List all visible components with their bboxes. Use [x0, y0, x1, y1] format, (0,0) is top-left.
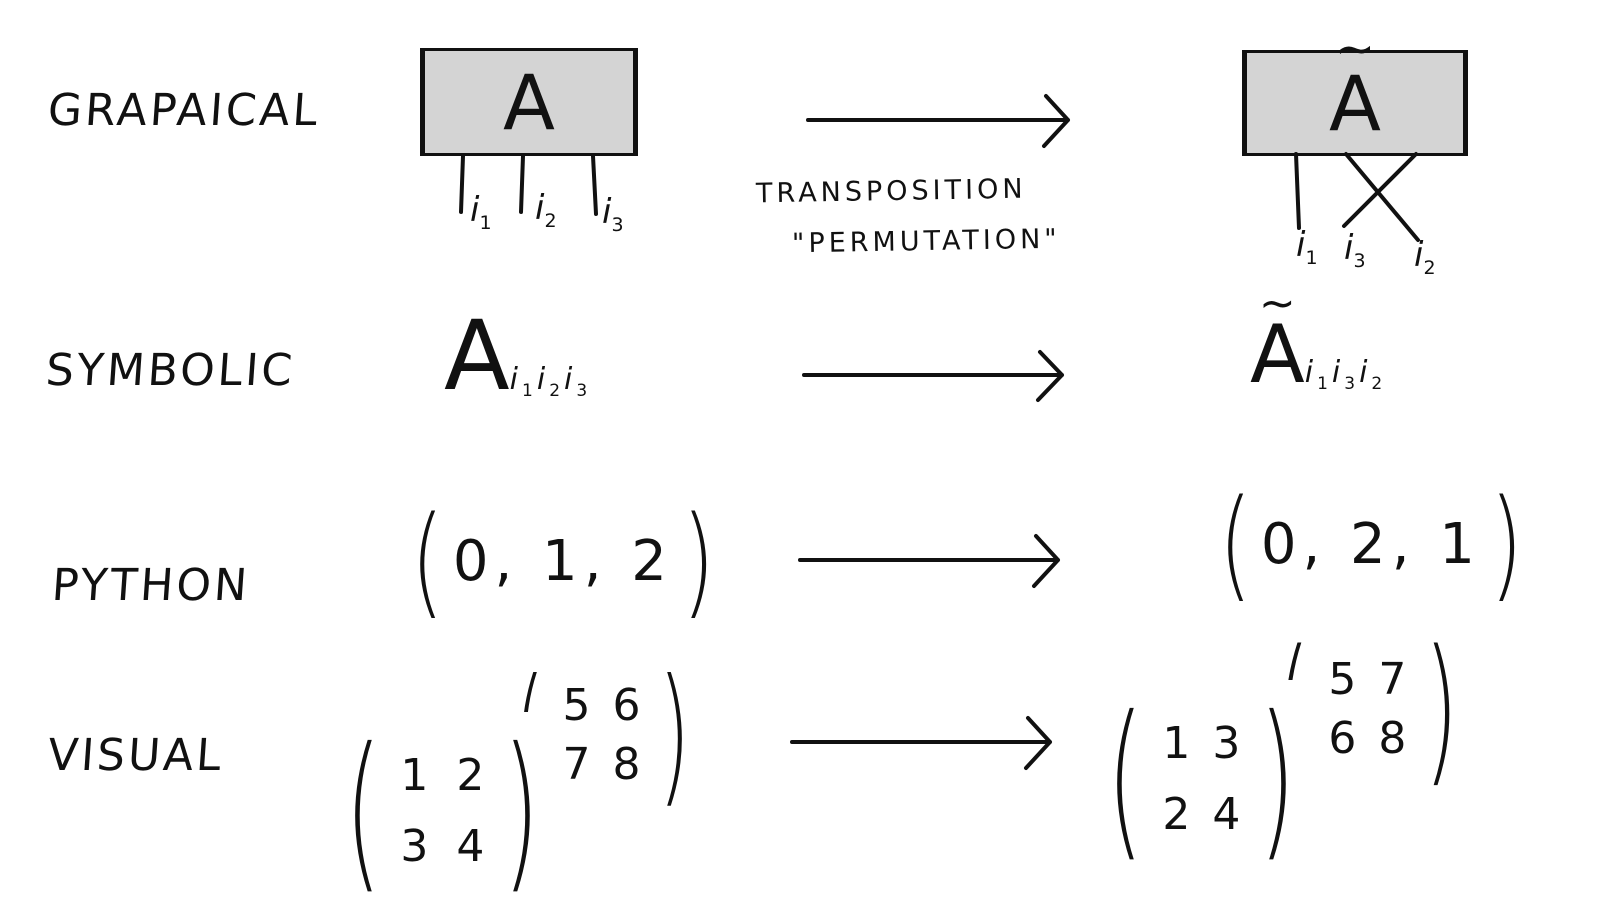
python-source-values: 0, 1, 2 [452, 529, 673, 594]
symbolic-source-subscripts: i1i2i3 [509, 362, 592, 401]
source-tensor-letter: A [503, 57, 555, 147]
python-target-open-paren: ( [1219, 475, 1252, 614]
visual-source-back-grid: 5 6 7 8 [562, 680, 641, 790]
source-index-2: i2 [535, 188, 557, 232]
symbolic-target-tilde: ~ [1258, 278, 1296, 329]
visual-target-back-grid: 5 7 6 8 [1328, 653, 1407, 764]
arrow-visual [790, 716, 1052, 770]
source-tensor-box: A [420, 48, 638, 156]
visual-target-front-matrix: ( 1 3 2 4 ) [1092, 680, 1311, 878]
source-index-1: i1 [470, 190, 492, 234]
target-leg-3 [1342, 152, 1418, 228]
source-leg-1 [459, 154, 465, 214]
target-index-2: i3 [1344, 228, 1366, 272]
python-source-close-paren: ) [681, 492, 715, 631]
source-leg-3 [591, 154, 598, 216]
python-source-open-paren: ( [411, 492, 444, 631]
python-target-tuple: ( 0, 2, 1 ) [1212, 475, 1530, 614]
target-leg-1 [1294, 152, 1301, 230]
arrow-symbolic [802, 350, 1064, 402]
python-source-tuple: ( 0, 1, 2 ) [404, 492, 722, 631]
python-target-close-paren: ) [1489, 475, 1523, 614]
target-index-3: i2 [1414, 235, 1436, 279]
visual-source-front-matrix: ( 1 2 3 4 ) [330, 712, 555, 910]
symbolic-source-base: A [444, 300, 510, 412]
target-leg-2 [1344, 152, 1420, 242]
symbolic-target: ~ A i1i3i2 [1250, 278, 1387, 401]
target-tensor-tilde: ~ [1334, 20, 1376, 77]
source-leg-2 [519, 154, 525, 214]
symbolic-target-subscripts: i1i3i2 [1304, 355, 1387, 394]
target-tensor-box: ~ A [1242, 20, 1468, 156]
target-index-1: i1 [1296, 225, 1318, 269]
python-target-values: 0, 2, 1 [1260, 512, 1481, 577]
visual-target-front-grid: 1 3 2 4 [1162, 718, 1241, 840]
source-index-3: i3 [602, 192, 624, 236]
target-tensor-letter: ~ A [1329, 20, 1381, 148]
symbolic-target-base: ~ A [1250, 278, 1305, 401]
visual-source-front-grid: 1 2 3 4 [400, 750, 485, 872]
arrow-graphical [806, 94, 1070, 148]
symbolic-source: Ai1i2i3 [444, 300, 591, 412]
arrow-python [798, 534, 1060, 588]
